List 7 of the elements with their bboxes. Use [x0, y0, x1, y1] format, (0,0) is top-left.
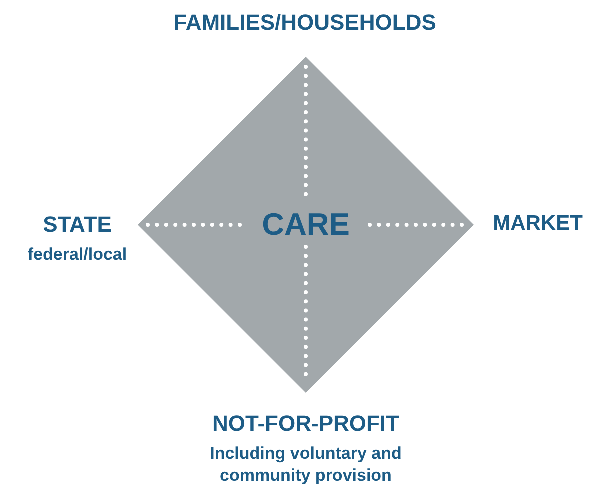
sector-heading: MARKET: [492, 212, 584, 236]
sector-heading: NOT-FOR-PROFIT: [212, 411, 400, 437]
sector-note: Including voluntary and community provision: [209, 443, 403, 487]
sector-heading: FAMILIES/HOUSEHOLDS: [172, 10, 438, 36]
sector-heading: STATE: [42, 212, 113, 238]
sector-note: federal/local: [26, 244, 128, 266]
center-label: CARE: [261, 206, 351, 244]
